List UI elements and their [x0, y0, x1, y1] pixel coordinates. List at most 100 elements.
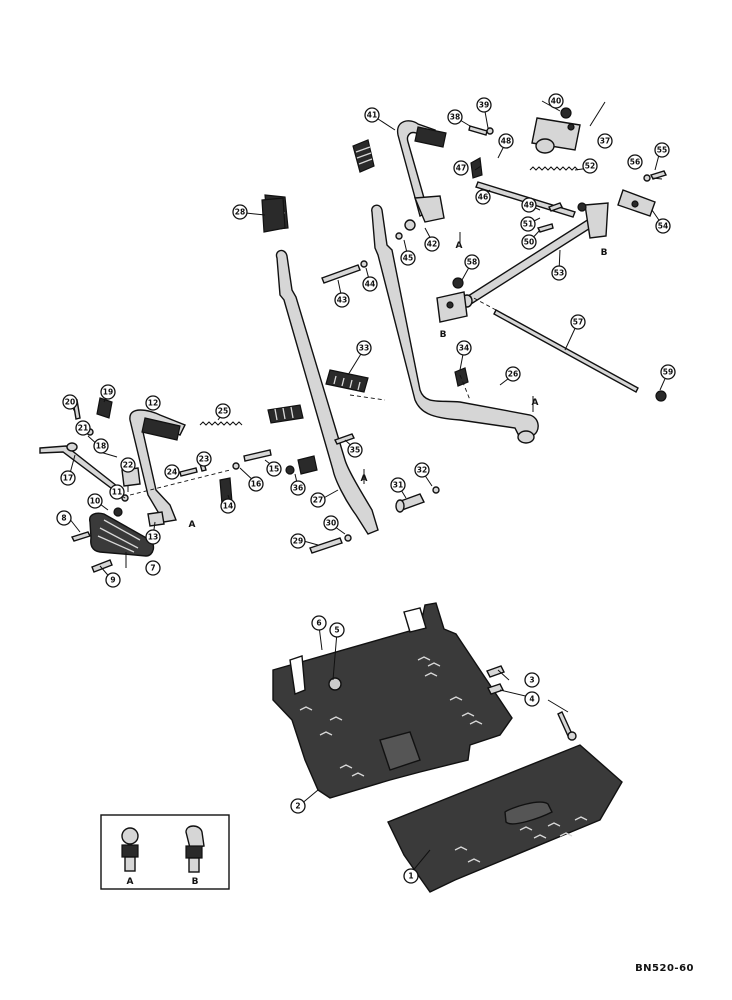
svg-text:52: 52 [585, 162, 595, 171]
callout-44: 44 [362, 276, 378, 292]
svg-text:28: 28 [235, 208, 245, 217]
svg-text:46: 46 [478, 193, 488, 202]
svg-text:53: 53 [554, 269, 564, 278]
svg-text:3: 3 [529, 676, 534, 685]
marker-a-pedal: A [189, 520, 196, 530]
callout-47: 47 [453, 160, 469, 176]
callout-51: 51 [520, 216, 536, 232]
svg-text:51: 51 [523, 220, 533, 229]
callout-16: 16 [248, 476, 264, 492]
svg-text:32: 32 [417, 466, 427, 475]
callout-12: 12 [145, 395, 161, 411]
svg-text:59: 59 [663, 368, 673, 377]
svg-text:55: 55 [657, 146, 667, 155]
svg-text:9: 9 [110, 576, 115, 585]
callout-20: 20 [62, 394, 78, 410]
svg-text:30: 30 [326, 519, 336, 528]
inset-label-b: B [192, 877, 199, 887]
svg-text:39: 39 [479, 101, 489, 110]
callout-34: 34 [456, 340, 472, 356]
callout-28: 28 [232, 204, 248, 220]
svg-text:43: 43 [337, 296, 347, 305]
callout-48: 48 [498, 133, 514, 149]
svg-text:49: 49 [524, 201, 534, 210]
callout-31: 31 [390, 477, 406, 493]
callout-46: 46 [475, 189, 491, 205]
svg-text:31: 31 [393, 481, 403, 490]
callout-14: 14 [220, 498, 236, 514]
svg-text:40: 40 [551, 97, 561, 106]
svg-text:17: 17 [63, 474, 73, 483]
svg-text:11: 11 [112, 488, 122, 497]
callout-10: 10 [87, 493, 103, 509]
callout-56: 56 [627, 154, 643, 170]
callout-9: 9 [105, 572, 121, 588]
svg-text:48: 48 [501, 137, 511, 146]
callout-22: 22 [120, 457, 136, 473]
callout-15: 15 [266, 461, 282, 477]
svg-text:15: 15 [269, 465, 279, 474]
svg-text:20: 20 [65, 398, 75, 407]
callout-23: 23 [196, 451, 212, 467]
svg-text:33: 33 [359, 344, 369, 353]
callout-13: 13 [145, 529, 161, 545]
drawing-number: BN520-60 [635, 963, 694, 974]
view-markers: A B B A A A [189, 232, 608, 530]
callout-37: 37 [597, 133, 613, 149]
svg-text:45: 45 [403, 254, 413, 263]
callout-32: 32 [414, 462, 430, 478]
svg-text:41: 41 [367, 111, 377, 120]
callout-29: 29 [290, 533, 306, 549]
upper-pedal-assembly [321, 107, 667, 402]
callout-42: 42 [424, 236, 440, 252]
marker-b-upper: B [601, 248, 608, 258]
svg-text:35: 35 [350, 446, 360, 455]
callout-49: 49 [521, 197, 537, 213]
callout-43: 43 [334, 292, 350, 308]
svg-text:36: 36 [293, 484, 303, 493]
marker-b-block: B [440, 330, 447, 340]
svg-text:18: 18 [96, 442, 106, 451]
callout-50: 50 [521, 234, 537, 250]
callout-38: 38 [447, 109, 463, 125]
marker-a-upper: A [456, 241, 463, 251]
callout-40: 40 [548, 93, 564, 109]
svg-text:10: 10 [90, 497, 100, 506]
svg-text:16: 16 [251, 480, 261, 489]
callout-33: 33 [356, 340, 372, 356]
svg-text:26: 26 [508, 370, 518, 379]
svg-text:57: 57 [573, 318, 583, 327]
callouts: 1 2 3 4 5 6 7 8 9 10 11 12 13 14 15 16 1… [56, 93, 676, 884]
svg-text:38: 38 [450, 113, 460, 122]
callout-1: 1 [403, 868, 419, 884]
svg-text:7: 7 [150, 564, 155, 573]
svg-text:8: 8 [61, 514, 66, 523]
callout-24: 24 [164, 464, 180, 480]
inset-frame [100, 814, 230, 890]
svg-text:23: 23 [199, 455, 209, 464]
callout-21: 21 [75, 420, 91, 436]
callout-27: 27 [310, 492, 326, 508]
callout-36: 36 [290, 480, 306, 496]
svg-text:14: 14 [223, 502, 233, 511]
brake-pedal-assembly [39, 397, 243, 573]
callout-35: 35 [347, 442, 363, 458]
fitting-b-icon [185, 825, 205, 873]
callout-41: 41 [364, 107, 380, 123]
fitting-a-icon [121, 827, 139, 872]
svg-text:24: 24 [167, 468, 177, 477]
svg-text:4: 4 [529, 695, 534, 704]
marker-a-lever26: A [532, 398, 539, 408]
callout-4: 4 [524, 691, 540, 707]
svg-text:21: 21 [78, 424, 88, 433]
callout-5: 5 [329, 622, 345, 638]
svg-text:2: 2 [295, 802, 300, 811]
callout-11: 11 [109, 484, 125, 500]
callout-52: 52 [582, 158, 598, 174]
svg-text:1: 1 [408, 872, 413, 881]
svg-text:34: 34 [459, 344, 469, 353]
hand-levers [232, 194, 539, 554]
svg-text:25: 25 [218, 407, 228, 416]
floor-plates [272, 602, 623, 893]
